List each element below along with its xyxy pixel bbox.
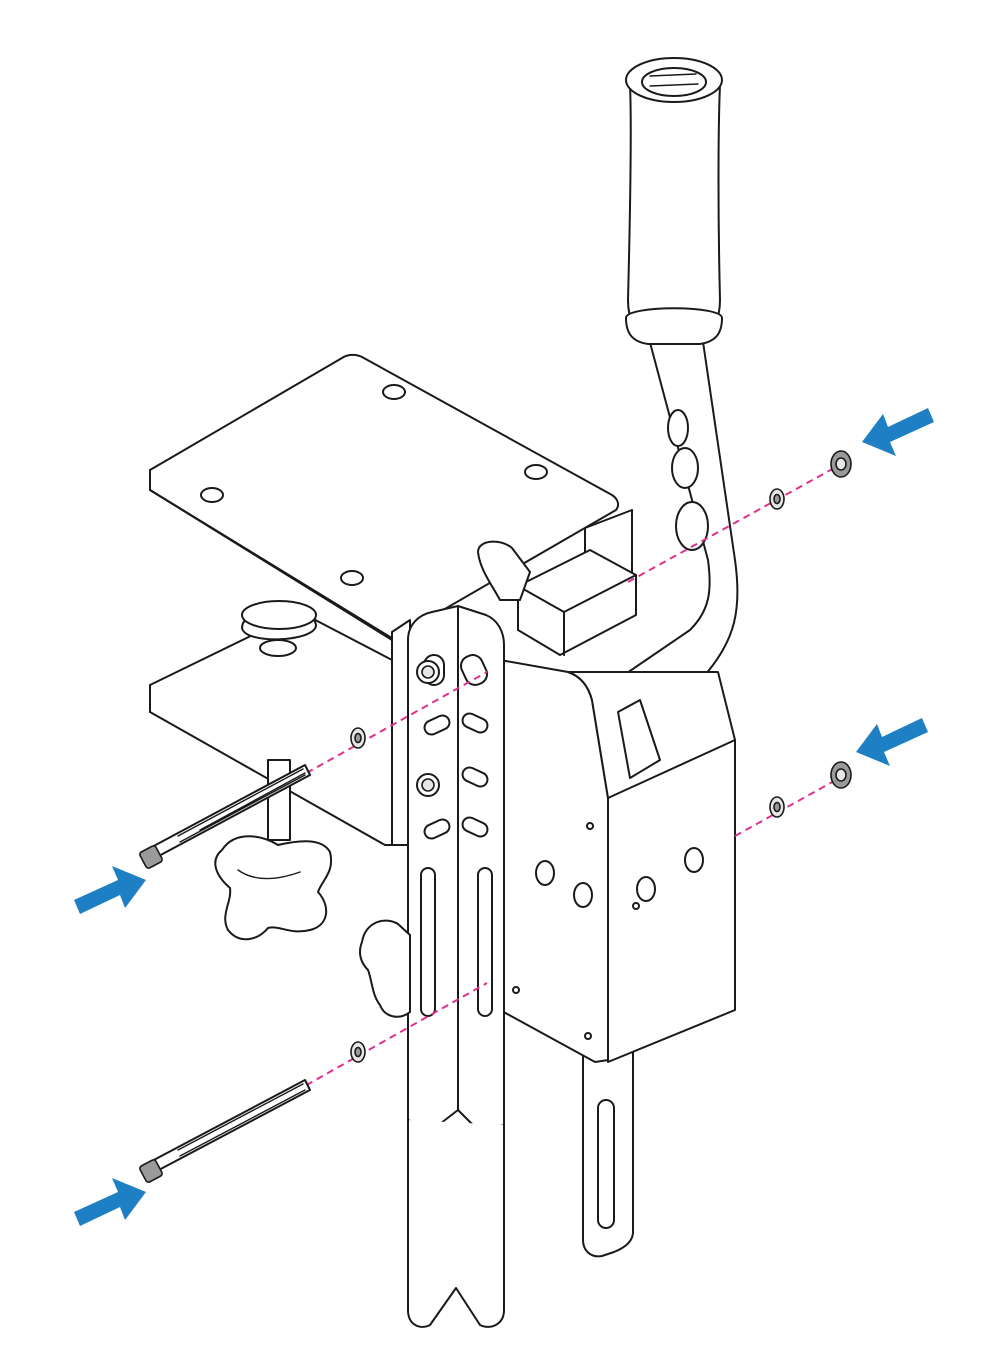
arrow-left-lower xyxy=(74,1178,146,1226)
arrow-right-lower xyxy=(856,718,928,766)
clamp-knob xyxy=(359,919,411,1018)
handle-grip xyxy=(625,57,723,345)
mounted-bolt-heads xyxy=(416,660,440,797)
rear-bracket xyxy=(582,1009,634,1258)
arrow-left-upper xyxy=(74,866,146,914)
arrow-right-upper xyxy=(862,408,934,456)
pivot-housing xyxy=(477,509,637,656)
long-bolt-lower xyxy=(139,1079,311,1183)
table-clamp xyxy=(149,600,393,941)
pivot-housing-plate xyxy=(499,659,736,1063)
flange-nut-upper xyxy=(830,450,852,478)
washer-left-upper xyxy=(350,727,366,749)
lever-arm xyxy=(601,334,739,731)
washer-left-lower xyxy=(350,1041,366,1063)
long-bolt-upper xyxy=(139,764,311,869)
washer-right-lower xyxy=(769,796,785,818)
washer-right-upper xyxy=(769,488,785,510)
flange-nut-lower xyxy=(830,761,852,789)
front-bracket xyxy=(407,605,505,1328)
